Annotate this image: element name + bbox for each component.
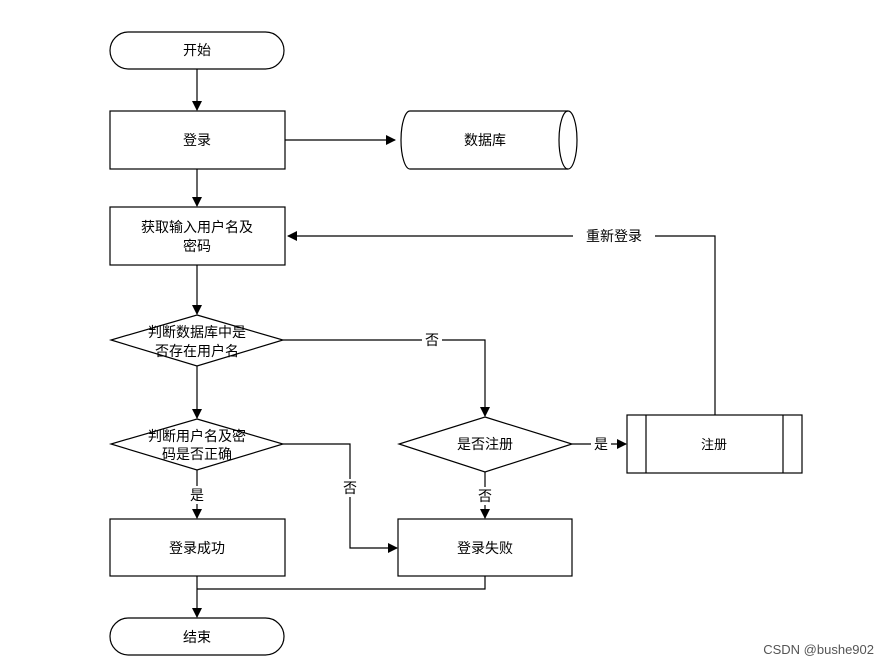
node-login: 登录 xyxy=(109,110,286,170)
node-register: 注册 xyxy=(626,414,803,474)
edge-label-relogin: 重新登录 xyxy=(586,229,642,245)
node-registered: 是否注册 xyxy=(397,416,574,473)
node-login-fail-label: 登录失败 xyxy=(457,541,513,557)
node-login-success: 登录成功 xyxy=(109,518,286,577)
node-register-label: 注册 xyxy=(701,438,727,453)
node-check-correct-label-2: 码是否正确 xyxy=(162,447,232,463)
node-database-label: 数据库 xyxy=(464,133,506,149)
node-start-label: 开始 xyxy=(183,43,211,59)
node-check-exists-label-2: 否存在用户名 xyxy=(155,343,239,360)
edge-label-no-correct: 否 xyxy=(343,481,357,497)
edges xyxy=(192,69,716,618)
node-check-exists-label-1: 判断数据库中是 xyxy=(148,325,246,341)
node-login-label: 登录 xyxy=(183,133,211,149)
edge-check-exists-no xyxy=(283,339,490,417)
node-end-label: 结束 xyxy=(183,630,211,646)
node-database: 数据库 xyxy=(400,110,578,170)
edge-label-yes-register: 是 xyxy=(594,437,608,453)
node-registered-label: 是否注册 xyxy=(457,437,513,453)
node-get-input: 获取输入用户名及 密码 xyxy=(109,206,286,266)
node-start: 开始 xyxy=(109,31,285,70)
node-check-exists: 判断数据库中是 否存在用户名 xyxy=(108,314,286,367)
node-check-correct: 判断用户名及密 码是否正确 xyxy=(108,418,286,471)
node-end: 结束 xyxy=(109,617,285,656)
edge-label-no-register: 否 xyxy=(478,489,492,505)
edge-label-yes-correct: 是 xyxy=(190,488,204,504)
edge-fail-to-end xyxy=(197,576,486,590)
edge-label-no-exists: 否 xyxy=(425,333,439,349)
node-login-fail: 登录失败 xyxy=(397,518,573,577)
node-login-success-label: 登录成功 xyxy=(169,541,225,557)
watermark: CSDN @bushe902 xyxy=(763,642,874,657)
node-check-correct-label-1: 判断用户名及密 xyxy=(148,428,246,445)
node-get-input-label-2: 密码 xyxy=(183,238,211,255)
node-get-input-label-1: 获取输入用户名及 xyxy=(141,219,253,236)
edge-labels: 重新登录 否 是 否 是 否 xyxy=(187,226,655,505)
edge-register-relogin xyxy=(287,231,716,415)
